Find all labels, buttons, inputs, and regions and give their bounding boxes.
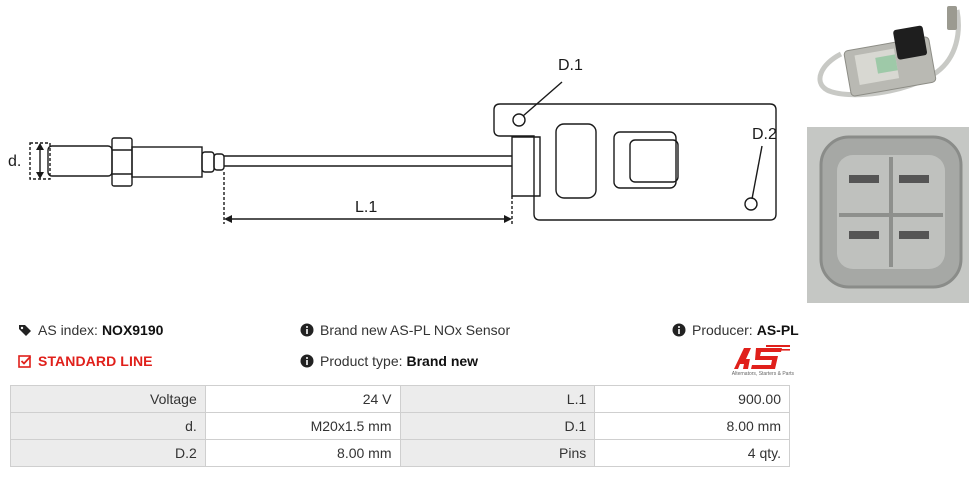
spec-key: L.1	[399, 385, 596, 413]
label-d2: D.2	[752, 126, 777, 143]
label-l1: L.1	[355, 199, 377, 216]
check-square-icon	[18, 355, 32, 368]
product-type-value: Brand new	[406, 353, 479, 369]
connector-outline	[555, 123, 597, 199]
label-d1: D.1	[558, 57, 583, 74]
label-d: d.	[8, 153, 21, 170]
as-index-label: AS index:	[38, 322, 98, 338]
as-index-value: NOX9190	[101, 322, 164, 338]
info-icon	[300, 354, 314, 368]
spec-value: 8.00 mm	[594, 412, 790, 440]
standard-line-badge: STANDARD LINE	[18, 353, 153, 369]
mounting-hole-d1	[512, 113, 526, 127]
control-unit-housing	[493, 103, 777, 221]
logo-tagline: Alternators, Starters & Parts	[731, 371, 794, 377]
producer-value: AS-PL	[756, 322, 799, 338]
product-type: Product type: Brand new	[300, 353, 478, 369]
producer-label: Producer:	[692, 322, 753, 338]
table-row: d. M20x1.5 mm D.1 8.00 mm	[10, 412, 790, 440]
sensor-probe-tip	[47, 145, 113, 177]
spec-value: 4 qty.	[594, 439, 790, 467]
product-photo-connector	[807, 127, 969, 303]
product-description: Brand new AS-PL NOx Sensor	[300, 322, 510, 338]
d1-leader	[522, 81, 563, 117]
control-unit-boot	[511, 136, 541, 197]
spec-key: d.	[10, 412, 206, 440]
product-type-label: Product type:	[320, 353, 403, 369]
connector-outline-2	[613, 131, 677, 189]
spec-value: M20x1.5 mm	[204, 412, 401, 440]
spec-value: 24 V	[204, 385, 401, 413]
producer: Producer: AS-PL	[672, 322, 799, 338]
description-text: Brand new AS-PL NOx Sensor	[320, 322, 511, 338]
d2-leader	[751, 145, 763, 200]
as-pl-logo: Alternators, Starters & Parts	[704, 345, 794, 377]
spec-value: 900.00	[594, 385, 790, 413]
spec-key: D.1	[399, 412, 596, 440]
sensor-hex-nut	[111, 137, 133, 187]
spec-key: D.2	[10, 439, 206, 467]
tags-icon	[19, 325, 31, 336]
table-row: D.2 8.00 mm Pins 4 qty.	[10, 439, 790, 467]
sensor-technical-drawing: d. L.1 D.1 D.2	[8, 57, 777, 224]
sensor-body	[131, 146, 203, 178]
as-pl-logo-mark	[734, 345, 790, 369]
info-icon	[672, 323, 686, 337]
spec-key: Pins	[399, 439, 596, 467]
mounting-hole-d2	[744, 197, 758, 211]
specs-table: Voltage 24 V L.1 900.00 d. M20x1.5 mm D.…	[10, 385, 790, 467]
product-photo-sensor	[807, 2, 969, 122]
spec-value: 8.00 mm	[204, 439, 401, 467]
spec-key: Voltage	[10, 385, 206, 413]
as-index: AS index: NOX9190	[18, 322, 163, 338]
info-icon	[300, 323, 314, 337]
table-row: Voltage 24 V L.1 900.00	[10, 385, 790, 413]
standard-line-text: STANDARD LINE	[38, 353, 153, 369]
